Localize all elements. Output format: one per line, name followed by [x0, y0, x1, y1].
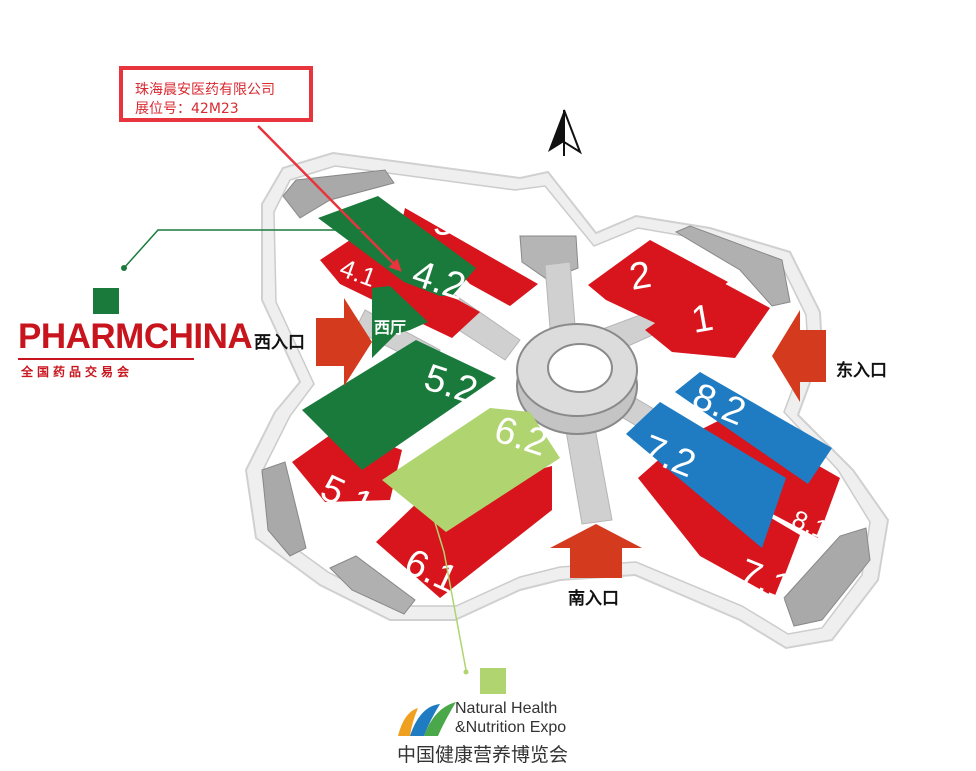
entrance-arrows	[316, 298, 826, 578]
hall-6-1	[376, 466, 552, 598]
hall-7-1	[638, 455, 800, 598]
hall-4-2	[318, 196, 476, 296]
hall-5-2	[302, 340, 496, 470]
south-entrance-arrow	[550, 524, 642, 578]
west-hall	[372, 286, 428, 358]
hall-4-1	[320, 240, 480, 338]
hall-6-2	[382, 408, 560, 532]
booth-number: 展位号：42M23	[135, 101, 239, 117]
central-ring	[516, 323, 638, 435]
west-hall-label: 西厅	[374, 318, 406, 337]
hall-8-2	[675, 372, 832, 484]
hall-1	[645, 280, 770, 358]
pharmchina-leader	[93, 229, 368, 314]
east-entrance-arrow	[772, 310, 826, 402]
west-entrance-label: 西入口	[254, 333, 305, 353]
nhn-line1: Natural Health	[455, 700, 558, 717]
exhibitor-callout: 珠海晨安医药有限公司 展位号：42M23	[119, 66, 313, 122]
callout-pointer	[257, 125, 402, 272]
nhn-logo: Natural Health &Nutrition Expo 中国健康营养博览会	[397, 700, 597, 766]
pharmchina-logo: PHARMCHINA 全国药品交易会	[18, 317, 253, 380]
green-halls	[302, 196, 496, 470]
hall-7-2	[626, 402, 786, 548]
north-arrow-icon	[548, 109, 582, 156]
nhn-chinese: 中国健康营养博览会	[397, 744, 569, 766]
nhn-leaf-logo-icon	[398, 702, 456, 736]
corner-buildings	[261, 169, 871, 627]
company-name: 珠海晨安医药有限公司	[135, 82, 275, 98]
east-entrance-label: 东入口	[836, 360, 887, 381]
nhn-swatch	[480, 668, 506, 694]
south-entrance-label: 南入口	[568, 588, 619, 609]
pharmchina-name: PHARMCHINA	[18, 317, 253, 356]
nhn-leader	[429, 505, 506, 694]
nhn-line2: &Nutrition Expo	[455, 719, 567, 736]
pharmchina-swatch	[93, 288, 119, 314]
pharmchina-divider	[18, 358, 194, 360]
west-entrance-arrow	[316, 298, 372, 386]
blue-halls	[626, 372, 832, 548]
hall-3	[400, 208, 538, 306]
pharmchina-subtitle: 全国药品交易会	[21, 365, 134, 379]
